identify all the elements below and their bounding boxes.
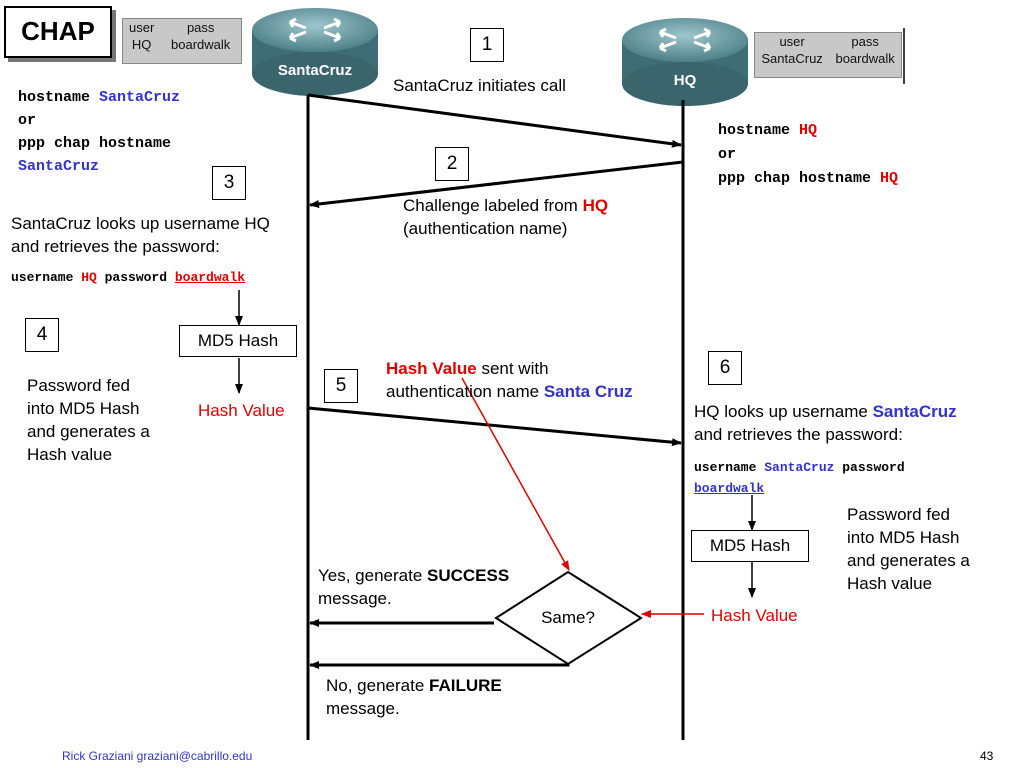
user-value: HQ (131, 37, 152, 52)
step-1-text: SantaCruz initiates call (393, 76, 566, 95)
pass-header: pass (851, 34, 879, 49)
user-header: user (129, 20, 155, 35)
santacruz-hash-value: Hash Value (198, 401, 285, 420)
step-3-badge: 3 (212, 166, 246, 200)
hash-send-arrow (307, 406, 682, 447)
hq-user-table: user pass SantaCruz boardwalk (754, 32, 902, 78)
decision-label: Same? (541, 608, 595, 627)
user-value: SantaCruz (761, 51, 823, 66)
page-title: CHAP (4, 6, 112, 58)
santacruz-user-table: user pass HQ boardwalk (122, 18, 242, 64)
step-5-text: Hash Value sent with authentication name… (386, 359, 633, 401)
step-2-text: Challenge labeled from HQ (authenticatio… (403, 196, 609, 238)
hash-to-decision-arrow (461, 377, 570, 571)
failure-arrow (309, 661, 570, 669)
santacruz-md5-box: MD5 Hash (179, 325, 297, 357)
santacruz-router-icon (252, 8, 378, 96)
step-6-command: username SantaCruz password boardwalk (694, 460, 905, 496)
step-6-text: HQ looks up username SantaCruz and retri… (694, 402, 957, 444)
step-6-badge: 6 (708, 351, 742, 385)
challenge-arrow (309, 160, 684, 208)
step-1-badge: 1 (470, 28, 504, 62)
success-text: Yes, generate SUCCESS message. (318, 566, 510, 608)
step-6-description: Password fed into MD5 Hash and generates… (847, 505, 970, 593)
step-5-badge: 5 (324, 369, 358, 403)
santacruz-config: hostname SantaCruz or ppp chap hostname … (18, 89, 181, 175)
step-4-badge: 4 (25, 318, 59, 352)
hq-router-icon (622, 18, 748, 106)
hq-hash-value: Hash Value (711, 606, 798, 625)
pass-value: boardwalk (171, 37, 231, 52)
user-header: user (779, 34, 805, 49)
step-2-badge: 2 (435, 147, 469, 181)
santacruz-router-label: SantaCruz (277, 62, 353, 79)
footer-author: Rick Graziani graziani@cabrillo.edu (62, 749, 253, 763)
step-4-description: Password fed into MD5 Hash and generates… (27, 376, 150, 464)
pass-header: pass (186, 20, 215, 35)
call-arrow (307, 93, 682, 148)
step-3-text: SantaCruz looks up username HQ and retri… (11, 214, 270, 256)
failure-text: No, generate FAILURE message. (326, 676, 502, 718)
pass-value: boardwalk (835, 51, 895, 66)
page-number: 43 (980, 749, 994, 763)
hq-config: hostname HQ or ppp chap hostname HQ (718, 122, 899, 187)
hq-router-label: HQ (673, 72, 697, 89)
step-3-command: username HQ password boardwalk (11, 270, 246, 285)
hq-md5-box: MD5 Hash (691, 530, 809, 562)
